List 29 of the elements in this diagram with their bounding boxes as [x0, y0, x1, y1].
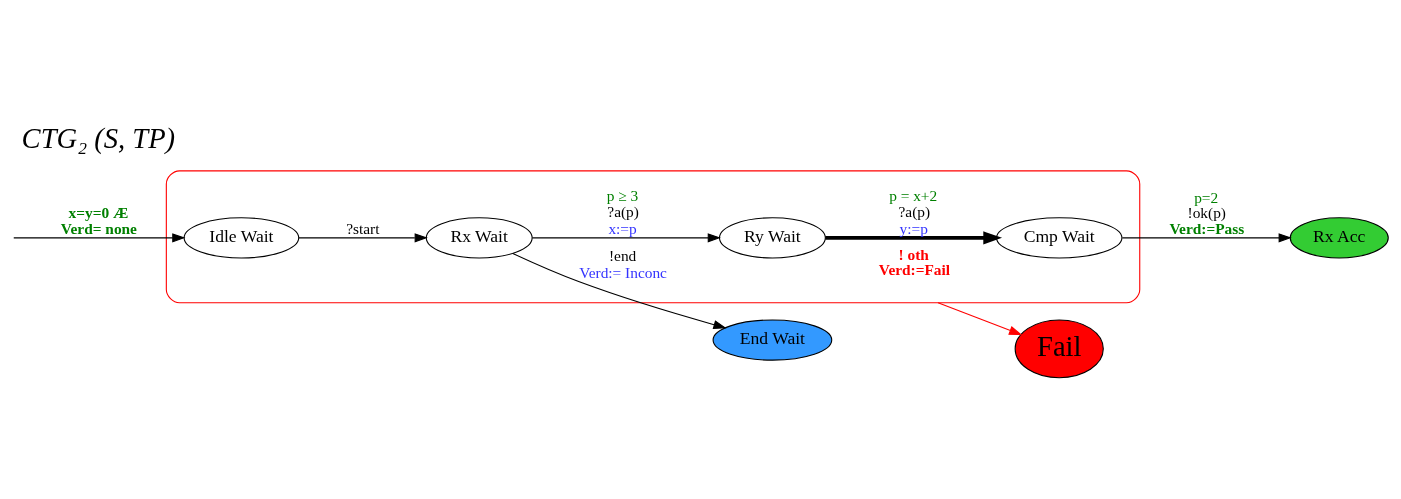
node-ellipse: Rx Wait — [425, 217, 533, 259]
edge-label: y:=p — [899, 219, 928, 237]
node-ellipse: Ry Wait — [718, 217, 826, 259]
node-ellipse: Cmp Wait — [996, 217, 1123, 259]
cluster — [165, 170, 1141, 304]
edge-label: p = x+2 — [889, 186, 938, 204]
edge-label: !ok(p) — [1187, 204, 1226, 222]
arrow — [937, 302, 1023, 336]
arrow — [1121, 233, 1292, 243]
arrow — [825, 231, 1003, 245]
edge-label: p ≥ 3 — [606, 186, 639, 204]
edge-label: ?a(p) — [898, 203, 931, 221]
node-ellipse: Fail — [1014, 319, 1104, 379]
edge-label: ! oth — [898, 246, 929, 264]
edge-label: !end — [608, 247, 637, 265]
node-ellipse: Rx Acc — [1289, 217, 1389, 259]
arrow — [298, 233, 428, 243]
edge-label: ?a(p) — [607, 203, 639, 221]
node-ellipse: Idle Wait — [183, 217, 300, 259]
edge-label: x=y=0 Æ — [68, 204, 129, 222]
diagram-title: CTG₂ (S, TP) — [21, 122, 176, 154]
arrow — [13, 233, 186, 243]
edge-label: ?start — [346, 219, 380, 237]
edge-label: p=2 — [1194, 188, 1219, 206]
edge-label: x:=p — [608, 219, 637, 237]
edge-label: Verd:=Fail — [878, 261, 951, 279]
arrow — [512, 253, 727, 330]
arrow — [531, 233, 721, 243]
edge-label: Verd:= Inconc — [579, 263, 667, 281]
